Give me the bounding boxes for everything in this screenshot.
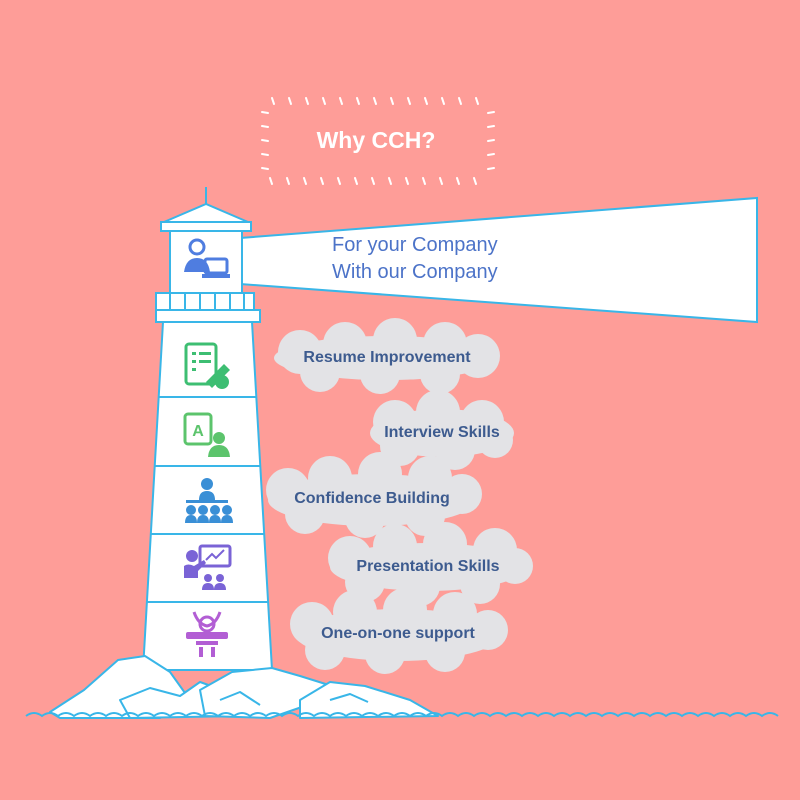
service-label-support: One-on-one support (321, 625, 475, 642)
beam-line-2: With our Company (332, 261, 498, 283)
svg-text:A: A (192, 423, 204, 440)
support-person-icon (186, 611, 228, 657)
sea-waves (25, 712, 779, 718)
service-label-resume: Resume Improvement (303, 349, 471, 366)
title-frame (261, 97, 495, 185)
rocks (49, 655, 439, 719)
service-label-confidence: Confidence Building (294, 490, 450, 507)
beam-caption: For your Company With our Company (332, 232, 498, 286)
page-title: Why CCH? (316, 126, 436, 153)
beam-line-1: For your Company (332, 234, 498, 256)
service-label-interview: Interview Skills (384, 424, 500, 441)
light-beam (239, 196, 758, 324)
person-laptop-icon (184, 238, 230, 278)
service-label-presentation: Presentation Skills (356, 558, 500, 575)
presenter-board-icon (184, 544, 232, 590)
audience-icon (185, 478, 233, 523)
interview-icon: A (183, 412, 230, 457)
resume-edit-icon (184, 342, 230, 389)
cloud-bubbles (266, 318, 533, 674)
